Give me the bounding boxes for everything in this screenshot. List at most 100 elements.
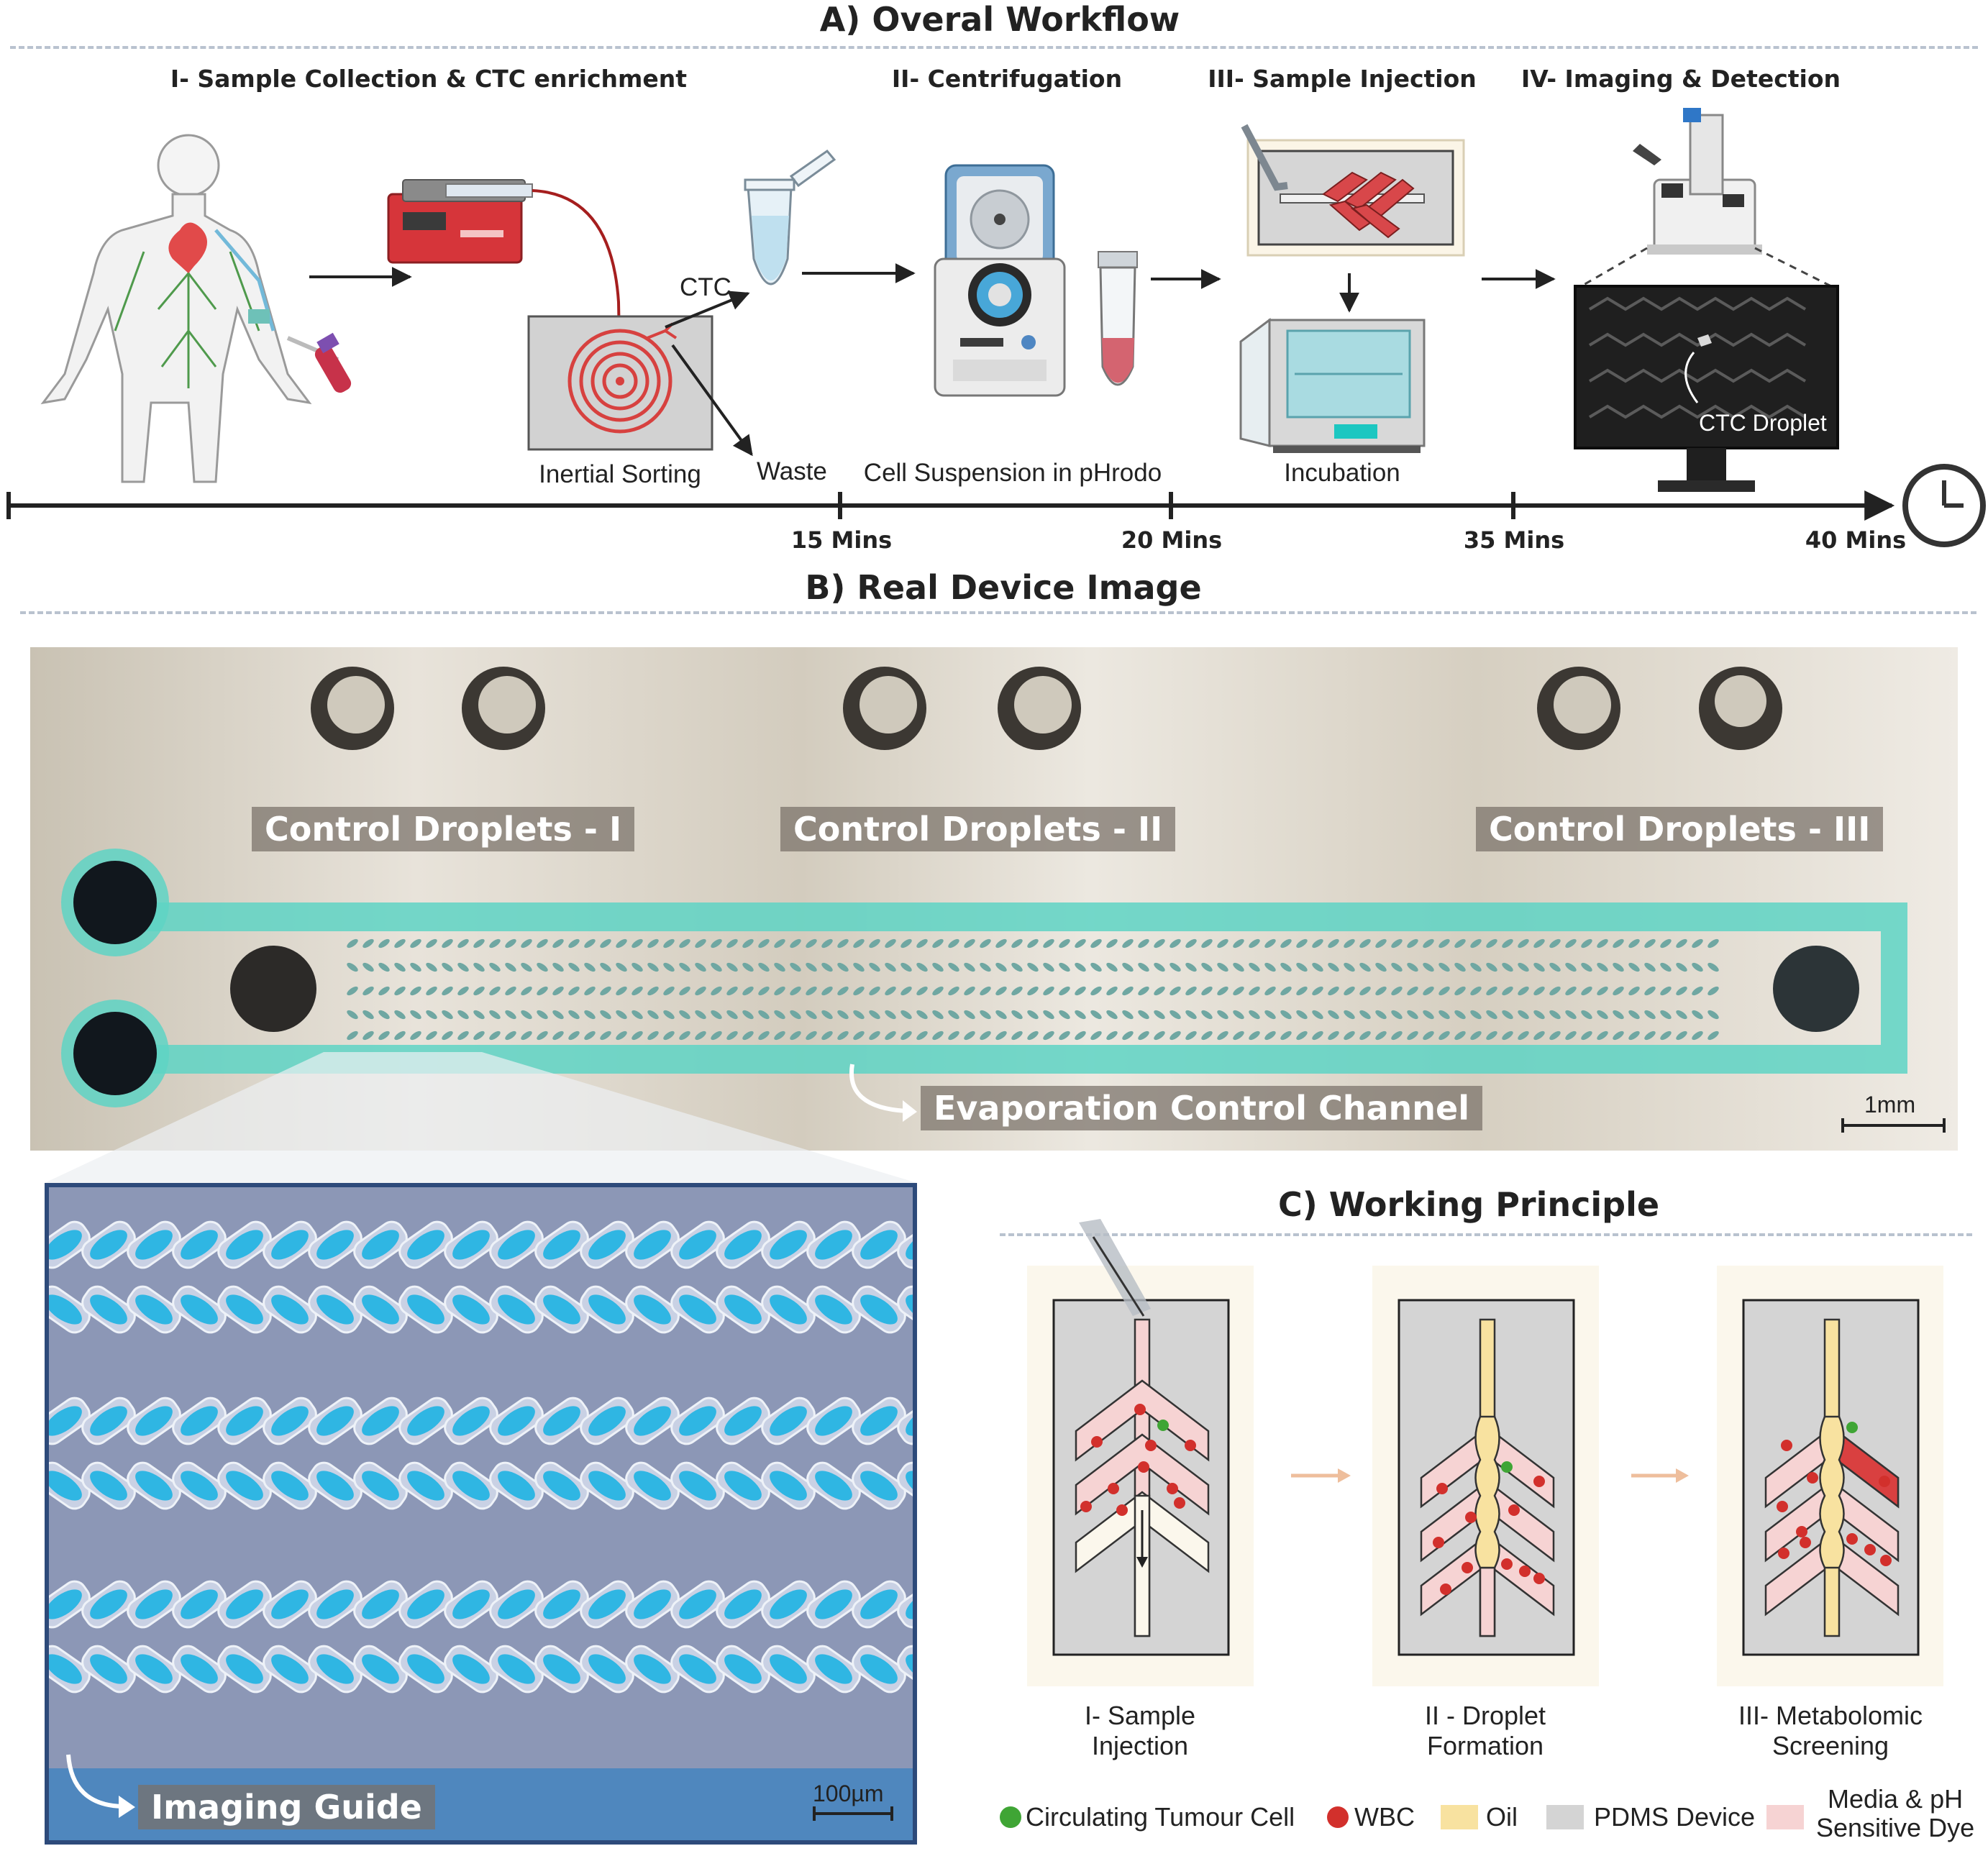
array-droplet xyxy=(1391,938,1403,949)
section-c-divider xyxy=(1000,1233,1972,1236)
array-droplet xyxy=(1375,1010,1387,1020)
patient-figure-icon xyxy=(40,134,352,483)
array-droplet xyxy=(473,986,485,996)
injection-chip-icon xyxy=(1241,124,1465,257)
array-droplet xyxy=(837,962,849,972)
step-4-title: IV- Imaging & Detection xyxy=(1520,65,1841,93)
array-droplet xyxy=(1518,962,1529,972)
array-droplet xyxy=(1359,938,1371,949)
droplet xyxy=(588,1589,626,1619)
array-droplet xyxy=(347,1030,358,1041)
array-droplet xyxy=(821,1030,833,1041)
droplet xyxy=(49,1471,82,1501)
droplet xyxy=(407,1406,444,1436)
array-droplet xyxy=(1011,962,1023,972)
array-droplet xyxy=(394,938,406,949)
array-droplet xyxy=(1217,1030,1228,1041)
array-droplet xyxy=(1454,938,1466,949)
droplet xyxy=(362,1589,399,1619)
array-droplet xyxy=(790,986,801,996)
array-droplet xyxy=(916,1010,928,1020)
array-droplet xyxy=(900,1030,912,1041)
array-droplet xyxy=(1581,1010,1592,1020)
array-droplet xyxy=(1628,938,1640,949)
droplet xyxy=(770,1654,807,1684)
droplet xyxy=(543,1406,580,1436)
array-droplet xyxy=(1059,986,1070,996)
droplet xyxy=(679,1294,716,1325)
array-droplet xyxy=(726,1010,738,1020)
array-droplet xyxy=(1581,962,1592,972)
array-droplet xyxy=(821,1010,833,1020)
array-droplet xyxy=(679,1010,690,1020)
array-droplet xyxy=(457,1010,469,1020)
array-droplet xyxy=(1597,938,1608,949)
array-droplet xyxy=(1185,1010,1197,1020)
array-droplet xyxy=(1533,962,1545,972)
array-droplet xyxy=(1454,962,1466,972)
droplet xyxy=(543,1471,580,1501)
array-droplet xyxy=(426,938,437,949)
monitor-icon xyxy=(1574,285,1839,492)
droplet xyxy=(181,1654,218,1684)
array-droplet xyxy=(1233,938,1244,949)
ctc-droplet-label: CTC Droplet xyxy=(1699,410,1827,436)
array-droplet xyxy=(900,1010,912,1020)
array-droplet xyxy=(790,1010,801,1020)
array-droplet xyxy=(1613,938,1624,949)
droplet xyxy=(498,1230,535,1260)
array-droplet xyxy=(363,986,374,996)
array-droplet xyxy=(964,1010,975,1020)
array-droplet xyxy=(552,962,564,972)
array-droplet xyxy=(457,986,469,996)
array-droplet xyxy=(964,938,975,949)
array-droplet xyxy=(711,1030,722,1041)
array-droplet xyxy=(1628,1030,1640,1041)
array-droplet xyxy=(948,986,959,996)
array-droplet xyxy=(1565,938,1577,949)
array-droplet xyxy=(489,1030,501,1041)
array-droplet xyxy=(1312,938,1323,949)
array-droplet xyxy=(1549,1030,1561,1041)
array-droplet xyxy=(1154,986,1165,996)
array-droplet xyxy=(774,1010,785,1020)
array-droplet xyxy=(932,962,944,972)
droplet xyxy=(90,1230,127,1260)
array-droplet xyxy=(663,1030,675,1041)
array-droplet xyxy=(600,1010,611,1020)
array-droplet xyxy=(1502,1030,1513,1041)
array-droplet xyxy=(869,938,880,949)
array-droplet xyxy=(1169,1030,1181,1041)
droplet xyxy=(588,1654,626,1684)
array-droplet xyxy=(442,1030,453,1041)
array-droplet xyxy=(647,1030,659,1041)
array-droplet xyxy=(473,938,485,949)
array-droplet xyxy=(1486,1010,1497,1020)
control-droplets-1-label: Control Droplets - I xyxy=(252,807,635,851)
droplet xyxy=(452,1471,490,1501)
array-droplet xyxy=(1185,962,1197,972)
array-droplet xyxy=(1043,986,1054,996)
control-droplets-3-label: Control Droplets - III xyxy=(1476,807,1884,851)
array-droplet xyxy=(663,1010,675,1020)
droplet xyxy=(49,1230,82,1260)
zoom-droplets xyxy=(49,1220,913,1694)
legend-media-swatch xyxy=(1766,1805,1804,1829)
array-droplet xyxy=(1470,1010,1482,1020)
droplet xyxy=(90,1654,127,1684)
array-droplet xyxy=(1090,986,1102,996)
droplet xyxy=(543,1654,580,1684)
zoom-panel xyxy=(45,1183,917,1845)
array-droplet xyxy=(584,962,596,972)
legend-oil-label: Oil xyxy=(1486,1802,1518,1832)
array-droplet xyxy=(1122,1030,1134,1041)
droplet xyxy=(49,1654,82,1684)
array-droplet xyxy=(1217,986,1228,996)
array-droplet xyxy=(1280,1030,1292,1041)
droplet xyxy=(724,1654,762,1684)
microscope-icon xyxy=(1633,108,1762,255)
array-droplet xyxy=(1423,938,1434,949)
array-droplet xyxy=(1613,1010,1624,1020)
array-droplet xyxy=(695,962,706,972)
array-droplet xyxy=(1423,962,1434,972)
